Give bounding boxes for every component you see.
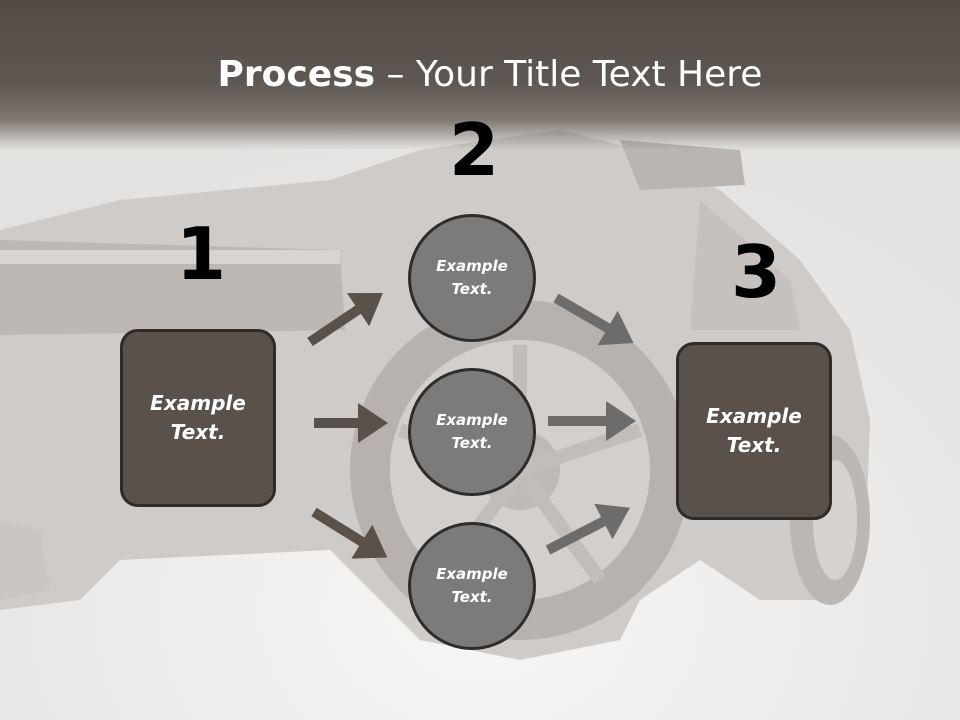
step-2-circle-top: Example Text. <box>408 214 536 342</box>
step-1-text: Example Text. <box>150 391 246 444</box>
arrow-from-circle-3 <box>545 503 631 555</box>
title-rest: – Your Title Text Here <box>375 54 763 95</box>
step-3-text: Example Text. <box>706 404 802 457</box>
step-number-3: 3 <box>731 230 782 314</box>
step-number-2: 2 <box>449 108 500 192</box>
title-bar <box>0 0 960 150</box>
arrow-to-circle-1 <box>307 292 383 347</box>
step-2-circle-bottom: Example Text. <box>408 522 536 650</box>
step-2-circle-middle: Example Text. <box>408 368 536 496</box>
circle-top-text: Example Text. <box>436 257 508 298</box>
arrow-from-circle-1 <box>553 293 634 346</box>
title-bold: Process <box>217 54 376 95</box>
circle-middle-text: Example Text. <box>436 411 508 452</box>
step-3-box: Example Text. <box>676 342 832 520</box>
circle-bottom-text: Example Text. <box>436 565 508 606</box>
arrow-to-circle-3 <box>311 507 388 559</box>
step-number-1: 1 <box>176 212 227 296</box>
step-1-box: Example Text. <box>120 329 276 507</box>
page-title: Process – Your Title Text Here <box>0 52 960 98</box>
